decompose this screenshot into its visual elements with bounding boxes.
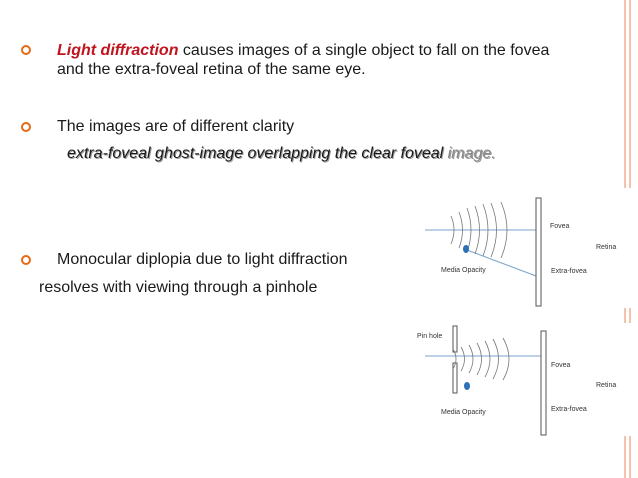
diffraction-diagram: Fovea Retina Media Opacity Extra-fovea [413, 188, 634, 308]
retina-bar [535, 197, 542, 307]
diffracted-ray [466, 249, 537, 277]
media-opacity-dot [464, 382, 470, 390]
wavefront [452, 348, 457, 370]
media-opacity-label: Media Opacity [441, 409, 486, 416]
bullet-icon [21, 255, 31, 265]
pinhole-diagram: Pin hole Fovea Retina Media Opacity Extr… [413, 323, 634, 436]
retina-label: Retina [596, 244, 616, 251]
retina-bar [540, 330, 547, 436]
wavefront [492, 338, 499, 380]
wavefront [468, 344, 474, 374]
bullet-monocular-diplopia: Monocular diplopia due to light diffract… [57, 251, 348, 268]
wavefront [450, 215, 455, 245]
wavefront [500, 201, 508, 259]
bullet-continuation: resolves with viewing through a pinhole [39, 279, 318, 296]
bullet-icon [21, 122, 31, 132]
wavefront [484, 340, 491, 378]
pinhole-label: Pin hole [417, 333, 442, 340]
sub-point-ghost-image: extra-foveal ghost-image overlapping the… [67, 144, 496, 163]
wavefront [476, 342, 482, 376]
media-opacity-label: Media Opacity [441, 267, 486, 274]
extra-fovea-label: Extra-fovea [551, 268, 587, 275]
wavefront [458, 211, 463, 249]
wavefront [474, 205, 480, 255]
extra-fovea-label: Extra-fovea [551, 406, 587, 413]
highlight-term: Light diffraction [57, 42, 179, 59]
media-opacity-dot [463, 245, 469, 253]
pinhole-plate [452, 362, 458, 394]
bullet-clarity: The images are of different clarity [57, 118, 295, 135]
sub-point-text: extra-foveal ghost-image overlapping the… [67, 145, 448, 162]
wavefront [460, 346, 465, 372]
pinhole-plate [452, 325, 458, 353]
sub-point-faint-text: image. [447, 145, 496, 162]
wavefront [490, 202, 497, 258]
wavefront [502, 337, 510, 381]
retina-label: Retina [596, 382, 616, 389]
fovea-label: Fovea [550, 223, 570, 230]
wavefront [482, 203, 489, 257]
fovea-label: Fovea [551, 362, 571, 369]
bullet-icon [21, 45, 31, 55]
bullet-light-diffraction: Light diffraction causes images of a sin… [57, 41, 577, 79]
bullet-text: causes images of a single object to fall… [57, 42, 550, 78]
